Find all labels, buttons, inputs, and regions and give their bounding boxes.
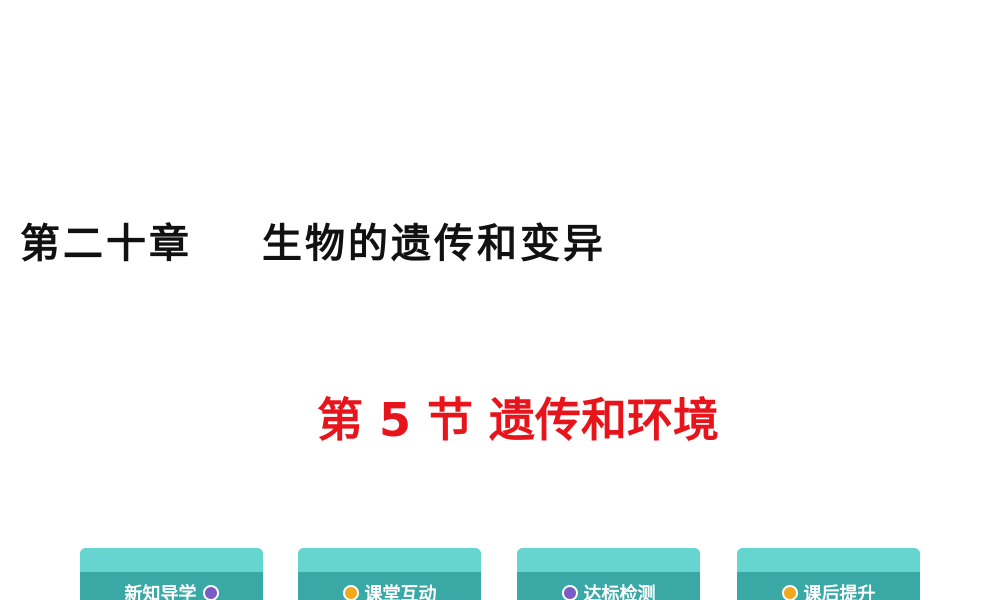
chapter-title: 第二十章 生物的遗传和变异 <box>20 205 920 275</box>
tab-1-label: 新知导学 <box>124 584 197 600</box>
tab-2[interactable]: 课堂互动 <box>298 548 481 600</box>
tab-4-content: 课后提升 <box>737 578 920 600</box>
tab-2-dot-icon <box>342 585 359 600</box>
tab-1[interactable]: 新知导学 <box>80 548 263 600</box>
tab-1-dot-icon <box>202 585 219 600</box>
tab-1-content: 新知导学 <box>80 578 263 600</box>
chapter-number: 第二十章 <box>20 221 192 267</box>
tab-4-label: 课后提升 <box>803 584 876 600</box>
tab-4[interactable]: 课后提升 <box>737 548 920 600</box>
tab-3-label: 达标检测 <box>583 584 656 600</box>
section-title: 第 5 节 遗传和环境 <box>316 393 720 447</box>
tab-3-content: 达标检测 <box>517 578 700 600</box>
section-tabs: 新知导学 课堂互动 达标检测 课后提升 <box>0 548 1000 600</box>
tab-2-content: 课堂互动 <box>298 578 481 600</box>
tab-3-dot-icon <box>561 585 578 600</box>
tab-3[interactable]: 达标检测 <box>517 548 700 600</box>
tab-2-label: 课堂互动 <box>364 584 437 600</box>
chapter-name: 生物的遗传和变异 <box>262 221 606 267</box>
tab-4-dot-icon <box>781 585 798 600</box>
